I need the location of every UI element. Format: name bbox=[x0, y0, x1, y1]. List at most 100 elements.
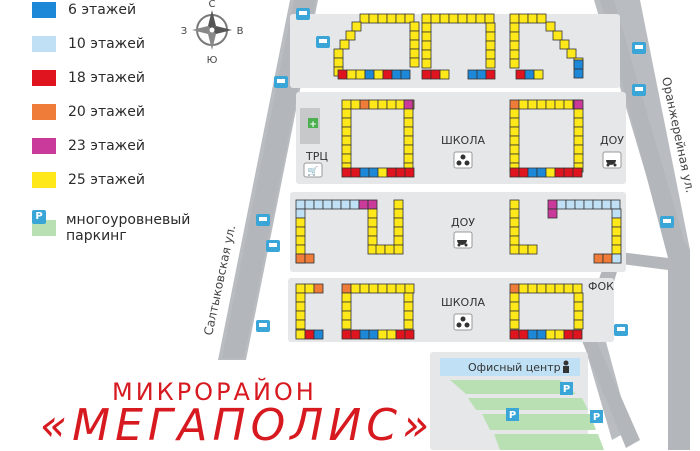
svg-text:🛒: 🛒 bbox=[307, 165, 318, 177]
building-section bbox=[395, 329, 406, 340]
building-section bbox=[304, 253, 315, 264]
building-section bbox=[368, 99, 379, 110]
building-section bbox=[485, 22, 496, 33]
building-section bbox=[403, 310, 414, 321]
buildings bbox=[295, 13, 622, 340]
building-section bbox=[421, 22, 432, 33]
building-section bbox=[518, 13, 529, 24]
building-section bbox=[545, 167, 556, 178]
building-section bbox=[573, 144, 584, 155]
building-section bbox=[421, 69, 432, 80]
building-section bbox=[341, 108, 352, 119]
building-section bbox=[404, 283, 415, 294]
building-section bbox=[403, 108, 414, 119]
building-section bbox=[509, 235, 520, 246]
building-section bbox=[403, 319, 414, 330]
building-section bbox=[485, 69, 496, 80]
school-top-label: ШКОЛА bbox=[441, 134, 486, 147]
building-section bbox=[563, 99, 574, 110]
building-section bbox=[367, 199, 378, 210]
building-section bbox=[403, 135, 414, 146]
building-section bbox=[573, 126, 584, 137]
bus-stop-icon bbox=[266, 240, 280, 252]
parking-lots bbox=[450, 380, 604, 450]
building-section bbox=[457, 13, 468, 24]
building-section bbox=[518, 167, 529, 178]
compass-n: С bbox=[209, 0, 216, 10]
building-section bbox=[547, 199, 558, 210]
building-section bbox=[403, 153, 414, 164]
legend-item: 20 этажей bbox=[32, 102, 145, 122]
building-section bbox=[574, 199, 585, 210]
building-section bbox=[583, 199, 594, 210]
building-section bbox=[295, 319, 306, 330]
building-section bbox=[485, 49, 496, 60]
building-section bbox=[547, 208, 558, 219]
building-section bbox=[295, 244, 306, 255]
building-section bbox=[536, 283, 547, 294]
building-section bbox=[536, 99, 547, 110]
school-bottom-label: ШКОЛА bbox=[441, 296, 486, 309]
building-section bbox=[527, 244, 538, 255]
parking-icon bbox=[506, 408, 519, 421]
building-section bbox=[331, 199, 342, 210]
bus-stop-icon bbox=[632, 42, 646, 54]
svg-text:+: + bbox=[309, 120, 317, 130]
building-section bbox=[611, 208, 622, 219]
building-section bbox=[573, 117, 584, 128]
building-section bbox=[509, 108, 520, 119]
cart-icon bbox=[303, 162, 323, 178]
building-section bbox=[304, 283, 315, 294]
building-section bbox=[421, 31, 432, 42]
building-section bbox=[349, 199, 360, 210]
trc-label: ТРЦ bbox=[305, 150, 328, 163]
building-section bbox=[350, 283, 361, 294]
building-section bbox=[368, 283, 379, 294]
building-section bbox=[409, 39, 420, 50]
parking-swatch: P bbox=[32, 210, 56, 236]
building-section bbox=[368, 13, 379, 24]
building-section bbox=[337, 69, 348, 80]
legend-label: 6 этажей bbox=[68, 2, 137, 18]
school-icon bbox=[453, 151, 473, 169]
building-section bbox=[563, 283, 574, 294]
title-line1: МИКРОРАЙОН bbox=[112, 378, 317, 406]
building-section bbox=[545, 283, 556, 294]
building-section bbox=[377, 99, 388, 110]
building-section bbox=[386, 283, 397, 294]
building-section bbox=[333, 48, 344, 59]
building-section bbox=[509, 217, 520, 228]
building-section bbox=[367, 208, 378, 219]
building-section bbox=[509, 99, 520, 110]
building-section bbox=[386, 99, 397, 110]
legend-item: 23 этажей bbox=[32, 136, 145, 156]
building-section bbox=[573, 301, 584, 312]
building-section bbox=[545, 99, 556, 110]
legend-parking: P многоуровневый паркинг bbox=[32, 210, 236, 244]
building-section bbox=[611, 235, 622, 246]
building-section bbox=[403, 117, 414, 128]
compass-w: З bbox=[181, 26, 187, 37]
building-section bbox=[467, 69, 478, 80]
building-section bbox=[527, 13, 538, 24]
building-section bbox=[563, 167, 574, 178]
building-section bbox=[295, 310, 306, 321]
building-section bbox=[556, 199, 567, 210]
building-section bbox=[509, 144, 520, 155]
building-section bbox=[386, 167, 397, 178]
svg-text:P: P bbox=[509, 410, 516, 421]
building-section bbox=[509, 135, 520, 146]
building-section bbox=[527, 329, 538, 340]
building-section bbox=[404, 13, 415, 24]
building-section bbox=[341, 292, 352, 303]
building-section bbox=[509, 208, 520, 219]
building-section bbox=[572, 283, 583, 294]
building-section bbox=[377, 167, 388, 178]
building-section bbox=[359, 329, 370, 340]
building-section bbox=[509, 126, 520, 137]
parking-icon bbox=[590, 410, 603, 423]
building-section bbox=[341, 117, 352, 128]
